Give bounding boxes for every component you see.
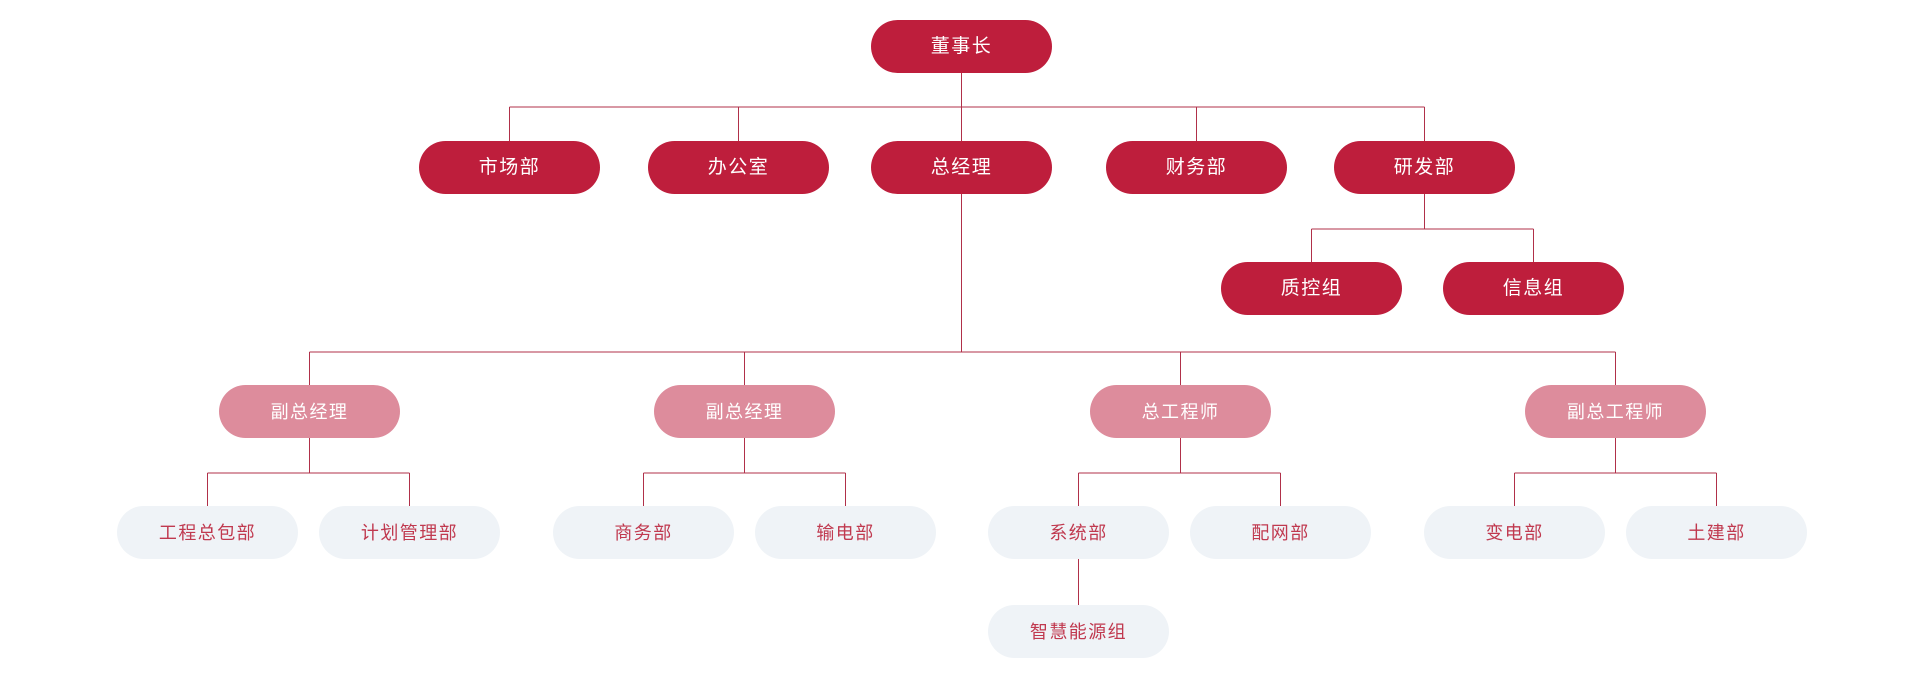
org-node-label: 副总工程师 [1566, 401, 1665, 422]
org-node-label: 总经理 [930, 157, 993, 178]
org-node-gm[interactable]: 总经理 [871, 141, 1052, 194]
org-node-label: 总工程师 [1141, 401, 1220, 422]
org-node-label: 输电部 [816, 522, 875, 543]
org-node-chairman[interactable]: 董事长 [871, 20, 1052, 73]
org-node-label: 信息组 [1502, 278, 1565, 299]
org-node-label: 土建部 [1687, 522, 1746, 543]
org-node-dgm-1[interactable]: 副总经理 [219, 385, 400, 438]
org-node-label: 办公室 [707, 157, 770, 178]
org-node-deputy-chief[interactable]: 副总工程师 [1525, 385, 1706, 438]
org-node-label: 副总经理 [270, 401, 349, 422]
org-node-label: 质控组 [1280, 278, 1343, 299]
org-node-label: 商务部 [614, 522, 673, 543]
org-node-system-dept[interactable]: 系统部 [988, 506, 1169, 559]
org-node-civil-dept[interactable]: 土建部 [1626, 506, 1807, 559]
org-node-info-group[interactable]: 信息组 [1443, 262, 1624, 315]
org-node-label: 财务部 [1165, 157, 1228, 178]
org-node-rd[interactable]: 研发部 [1334, 141, 1515, 194]
org-node-transmission[interactable]: 输电部 [755, 506, 936, 559]
org-node-label: 副总经理 [705, 401, 784, 422]
org-node-office[interactable]: 办公室 [648, 141, 829, 194]
org-node-label: 变电部 [1485, 522, 1544, 543]
org-node-label: 工程总包部 [158, 522, 257, 543]
org-node-epc-dept[interactable]: 工程总包部 [117, 506, 298, 559]
org-node-label: 计划管理部 [360, 522, 459, 543]
org-node-label: 系统部 [1049, 522, 1108, 543]
org-node-label: 配网部 [1251, 522, 1310, 543]
org-node-smart-energy[interactable]: 智慧能源组 [988, 605, 1169, 658]
org-node-label: 研发部 [1393, 157, 1456, 178]
org-node-business-dept[interactable]: 商务部 [553, 506, 734, 559]
org-node-plan-dept[interactable]: 计划管理部 [319, 506, 500, 559]
org-node-marketing[interactable]: 市场部 [419, 141, 600, 194]
org-node-finance[interactable]: 财务部 [1106, 141, 1287, 194]
org-node-chief-eng[interactable]: 总工程师 [1090, 385, 1271, 438]
org-node-label: 董事长 [930, 36, 993, 57]
org-node-substation[interactable]: 变电部 [1424, 506, 1605, 559]
org-node-label: 市场部 [478, 157, 541, 178]
org-node-qc-group[interactable]: 质控组 [1221, 262, 1402, 315]
org-node-dgm-2[interactable]: 副总经理 [654, 385, 835, 438]
org-node-distrib-dept[interactable]: 配网部 [1190, 506, 1371, 559]
org-node-label: 智慧能源组 [1029, 621, 1128, 642]
